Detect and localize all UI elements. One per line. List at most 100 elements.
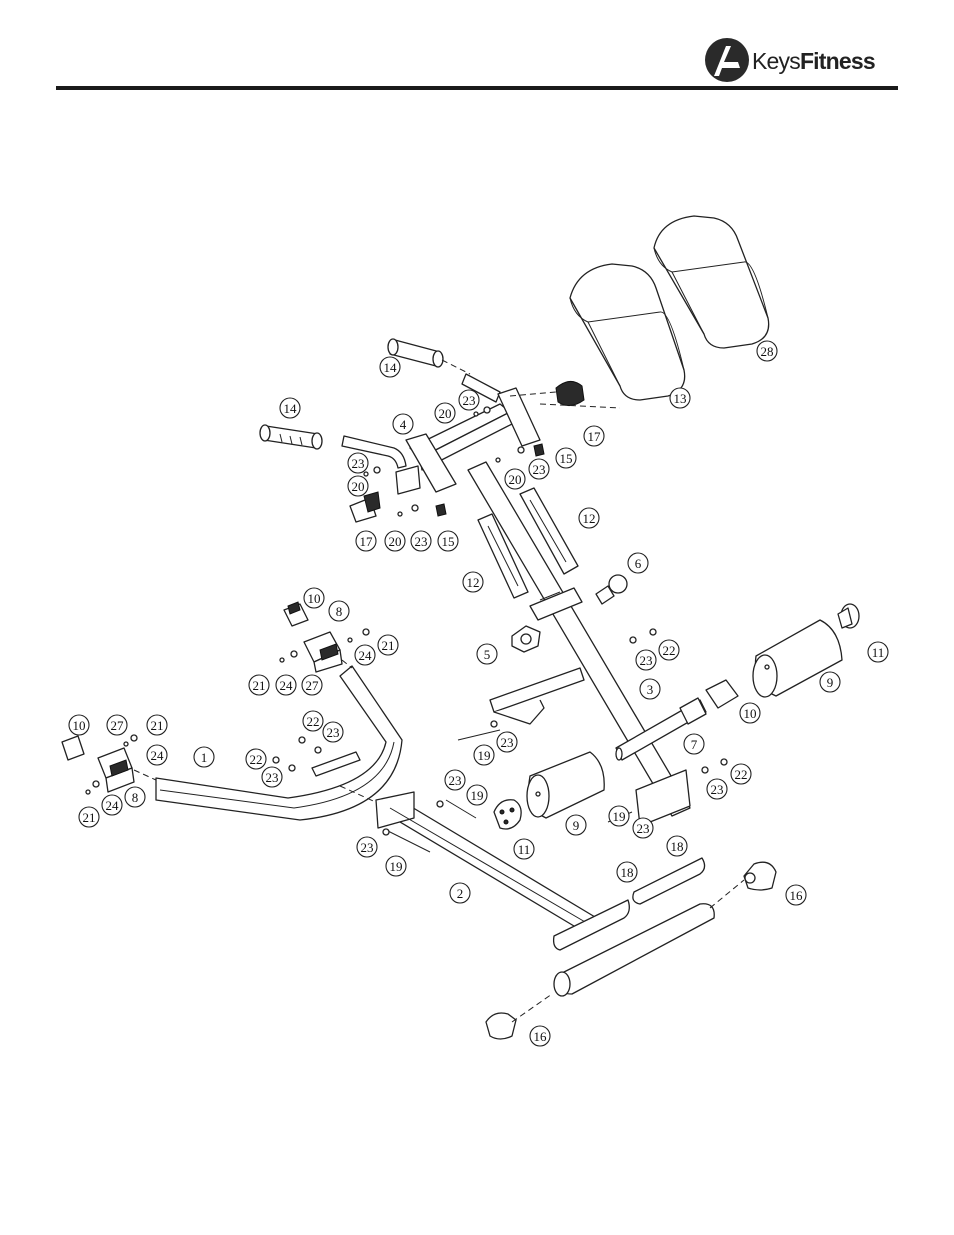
callout-number: 22: [307, 714, 320, 729]
callout-number: 16: [534, 1029, 548, 1044]
foot-8-top: [304, 632, 342, 672]
pop-pin-6: [596, 575, 627, 604]
callout-number: 20: [352, 479, 365, 494]
callout-24: 24: [102, 795, 122, 815]
end-cap-17-left: [350, 492, 380, 522]
callout-number: 9: [827, 675, 834, 690]
callout-number: 23: [711, 782, 724, 797]
callout-1: 1: [194, 747, 214, 767]
callout-23: 23: [357, 837, 377, 857]
callout-number: 8: [336, 604, 343, 619]
callout-number: 10: [73, 718, 86, 733]
callout-number: 10: [308, 591, 321, 606]
callout-number: 12: [467, 575, 480, 590]
knob-5: [512, 626, 540, 652]
callout-number: 6: [635, 556, 642, 571]
callout-number: 22: [250, 752, 263, 767]
callout-number: 22: [663, 643, 676, 658]
callout-7: 7: [684, 734, 704, 754]
callout-23: 23: [707, 779, 727, 799]
callout-14: 14: [380, 357, 400, 377]
callout-24: 24: [147, 745, 167, 765]
callout-number: 22: [735, 767, 748, 782]
callout-4: 4: [393, 414, 413, 434]
callout-number: 15: [442, 534, 455, 549]
callout-number: 23: [533, 462, 546, 477]
callout-number: 7: [691, 737, 698, 752]
callout-23: 23: [411, 531, 431, 551]
callout-23: 23: [497, 732, 517, 752]
callout-19: 19: [609, 806, 629, 826]
callout-14: 14: [280, 398, 300, 418]
callout-15: 15: [438, 531, 458, 551]
callout-20: 20: [435, 403, 455, 423]
callout-number: 24: [106, 798, 120, 813]
callout-19: 19: [474, 745, 494, 765]
callout-number: 27: [306, 678, 320, 693]
callout-number: 23: [637, 821, 650, 836]
callout-number: 8: [132, 790, 139, 805]
back-pad-13: [570, 264, 685, 400]
callout-number: 5: [484, 647, 491, 662]
callout-number: 9: [573, 818, 580, 833]
callout-28: 28: [757, 341, 777, 361]
callout-23: 23: [529, 459, 549, 479]
callout-number: 23: [501, 735, 514, 750]
callout-number: 16: [790, 888, 804, 903]
callout-10: 10: [304, 588, 324, 608]
callout-number: 24: [280, 678, 294, 693]
callout-number: 3: [647, 682, 654, 697]
callout-5: 5: [477, 644, 497, 664]
callout-19: 19: [386, 856, 406, 876]
callout-number: 13: [674, 391, 687, 406]
callout-number: 19: [390, 859, 403, 874]
callout-16: 16: [530, 1026, 550, 1046]
callout-15: 15: [556, 448, 576, 468]
callout-number: 28: [761, 344, 774, 359]
callout-number: 21: [382, 638, 395, 653]
callout-23: 23: [348, 453, 368, 473]
callout-19: 19: [467, 785, 487, 805]
callout-23: 23: [323, 722, 343, 742]
callout-23: 23: [459, 390, 479, 410]
end-cap-16-left: [486, 1013, 516, 1039]
callout-11: 11: [868, 642, 888, 662]
callout-27: 27: [107, 715, 127, 735]
callout-number: 18: [671, 839, 684, 854]
end-plate-11-left: [494, 800, 521, 829]
callout-number: 27: [111, 718, 125, 733]
callout-12: 12: [463, 572, 483, 592]
callout-number: 18: [621, 865, 634, 880]
callout-number: 19: [613, 809, 626, 824]
back-pad-28: [654, 216, 769, 348]
callout-number: 23: [640, 653, 653, 668]
callout-number: 19: [478, 748, 491, 763]
callout-number: 11: [872, 645, 885, 660]
callout-number: 19: [471, 788, 484, 803]
callout-12: 12: [579, 508, 599, 528]
grip-lower: [260, 425, 322, 449]
callout-8: 8: [329, 601, 349, 621]
callout-27: 27: [302, 675, 322, 695]
foam-roller-9-left: [527, 752, 604, 818]
end-plate-11-right: [838, 604, 859, 628]
end-cap-17-right: [556, 381, 584, 405]
callout-13: 13: [670, 388, 690, 408]
callout-21: 21: [147, 715, 167, 735]
callout-21: 21: [378, 635, 398, 655]
callout-number: 23: [352, 456, 365, 471]
callout-22: 22: [731, 764, 751, 784]
foot-cap-10-top: [284, 602, 308, 626]
callout-number: 14: [384, 360, 398, 375]
main-frame-2: [376, 792, 600, 932]
callout-22: 22: [303, 711, 323, 731]
end-cap-16-right: [744, 862, 776, 890]
callout-number: 24: [359, 648, 373, 663]
callout-2: 2: [450, 883, 470, 903]
foot-cap-10-left: [62, 736, 84, 760]
callout-23: 23: [633, 818, 653, 838]
callout-number: 23: [327, 725, 340, 740]
callout-17: 17: [584, 426, 604, 446]
callout-number: 21: [253, 678, 266, 693]
